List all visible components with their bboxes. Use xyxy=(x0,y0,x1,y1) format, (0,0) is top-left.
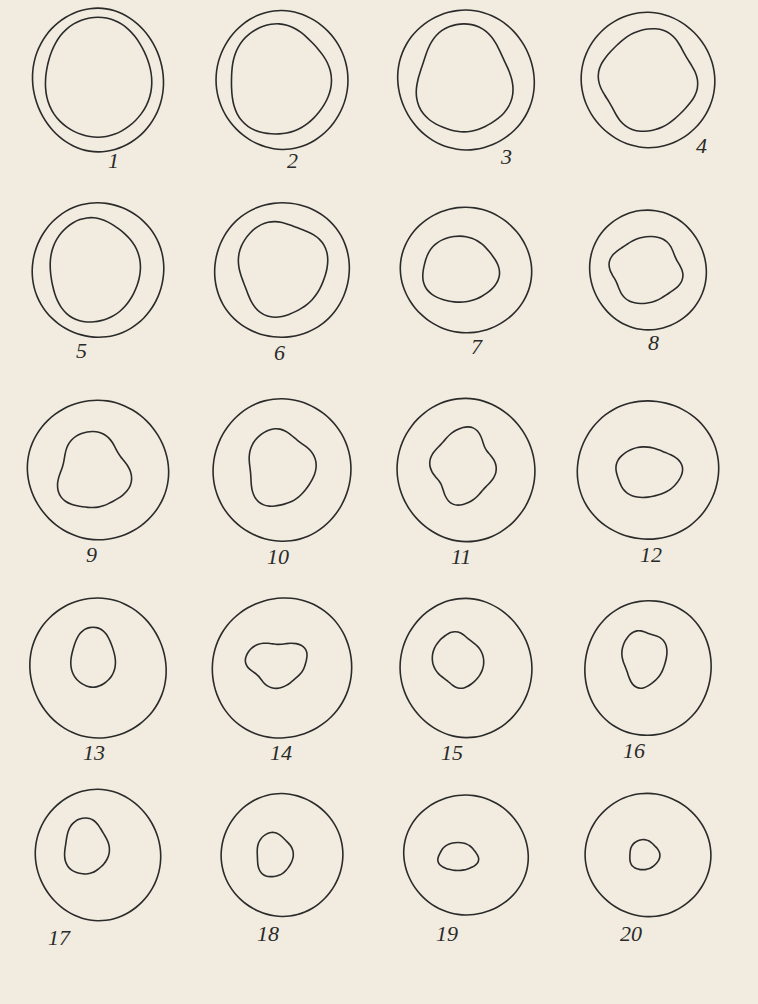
figure-number: 6 xyxy=(274,342,285,364)
inner-contour xyxy=(622,631,667,688)
cross-section xyxy=(35,789,160,920)
inner-contour xyxy=(45,17,151,137)
inner-contour xyxy=(616,447,683,498)
outer-contour xyxy=(33,8,164,152)
figure-number: 14 xyxy=(270,742,292,764)
inner-contour xyxy=(438,843,479,871)
cross-section xyxy=(400,598,532,737)
cross-section xyxy=(400,207,531,333)
cross-section xyxy=(577,401,718,539)
cross-section xyxy=(581,12,715,147)
outer-contour xyxy=(397,398,535,541)
inner-contour xyxy=(231,24,331,134)
figure-number: 18 xyxy=(257,923,279,945)
cross-section xyxy=(30,598,166,738)
outer-contour xyxy=(216,11,348,150)
outer-contour xyxy=(585,601,711,736)
inner-contour xyxy=(609,237,683,304)
inner-contour xyxy=(238,222,327,318)
inner-contour xyxy=(432,632,483,689)
outer-contour xyxy=(213,399,351,542)
inner-contour xyxy=(50,218,140,322)
figure-number: 5 xyxy=(76,340,87,362)
cross-section xyxy=(215,203,350,337)
outer-contour xyxy=(212,598,351,738)
cross-section xyxy=(32,203,164,337)
inner-contour xyxy=(245,643,307,688)
cross-section xyxy=(590,210,707,330)
figure-number: 12 xyxy=(640,544,662,566)
outer-contour xyxy=(400,207,531,333)
inner-contour xyxy=(249,429,316,506)
cross-section xyxy=(404,795,529,915)
figure-number: 20 xyxy=(620,923,642,945)
inner-contour xyxy=(65,818,110,874)
cross-section xyxy=(585,793,711,916)
outer-contour xyxy=(590,210,707,330)
figure-number: 19 xyxy=(436,923,458,945)
inner-contour xyxy=(71,627,116,687)
figure-number: 15 xyxy=(441,742,463,764)
figure-number: 2 xyxy=(287,150,298,172)
cross-section xyxy=(213,399,351,542)
inner-contour xyxy=(598,29,697,131)
cross-section xyxy=(221,794,343,917)
figure-number: 16 xyxy=(623,740,645,762)
cross-section xyxy=(585,601,711,736)
outer-contour xyxy=(35,789,160,920)
figure-number: 8 xyxy=(648,332,659,354)
inner-contour xyxy=(58,432,132,508)
cross-section xyxy=(33,8,164,152)
outer-contour xyxy=(215,203,350,337)
figure-number: 17 xyxy=(48,927,70,949)
figure-number: 10 xyxy=(267,546,289,568)
outer-contour xyxy=(221,794,343,917)
outer-contour xyxy=(30,598,166,738)
outer-contour xyxy=(32,203,164,337)
figure-number: 4 xyxy=(696,135,707,157)
outer-contour xyxy=(400,598,532,737)
outer-contour xyxy=(27,400,168,540)
inner-contour xyxy=(630,840,660,870)
cross-section xyxy=(397,398,535,541)
figure-number: 13 xyxy=(83,742,105,764)
figure-number: 9 xyxy=(86,544,97,566)
cross-section xyxy=(212,598,351,738)
inner-contour xyxy=(416,24,513,132)
outer-contour xyxy=(585,793,711,916)
figure-number: 11 xyxy=(451,546,471,568)
outer-contour xyxy=(398,10,535,150)
cross-section xyxy=(216,11,348,150)
outer-contour xyxy=(581,12,715,147)
cross-section xyxy=(398,10,535,150)
inner-contour xyxy=(423,236,500,302)
inner-contour xyxy=(257,832,293,876)
outer-contour xyxy=(577,401,718,539)
figure-number: 3 xyxy=(501,146,512,168)
figure-number: 7 xyxy=(471,336,482,358)
outer-contour xyxy=(404,795,529,915)
figure-number: 1 xyxy=(108,150,119,172)
inner-contour xyxy=(430,427,496,505)
cross-section xyxy=(27,400,168,540)
